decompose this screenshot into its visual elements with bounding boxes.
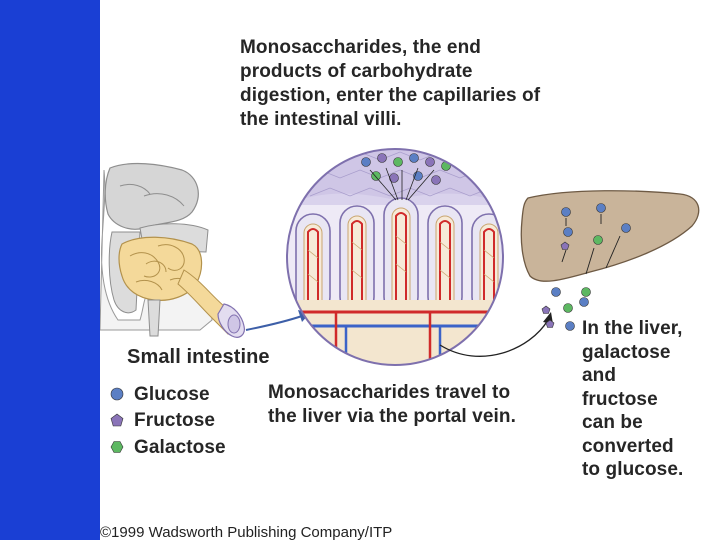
legend-label: Fructose <box>134 409 216 431</box>
caption-top: Monosaccharides, the end products of car… <box>240 36 540 132</box>
digestive-system-illustration <box>100 162 245 338</box>
legend-label: Galactose <box>134 436 226 458</box>
arrow-portal-vein <box>439 319 549 357</box>
legend-item-galactose: Galactose <box>110 436 226 458</box>
caption-liver-line: to glucose. <box>582 459 684 480</box>
caption-liver-line: converted <box>582 435 674 457</box>
galactose-hexagon-icon <box>110 440 124 454</box>
caption-liver-line: can be <box>582 412 643 433</box>
copyright-notice: ©1999 Wadsworth Publishing Company/ITP <box>100 524 393 540</box>
glucose-circle-icon <box>110 387 124 401</box>
sugars-in-transit <box>541 287 591 331</box>
legend-item-fructose: Fructose <box>110 409 215 431</box>
caption-top-line: digestion, enter the capillaries of <box>240 85 541 106</box>
caption-portal-line: Monosaccharides travel to <box>268 382 511 403</box>
slide: Monosaccharides, the end products of car… <box>100 0 720 540</box>
caption-top-line: Monosaccharides, the end <box>240 37 482 58</box>
caption-liver-line: fructose <box>582 388 658 410</box>
legend-item-glucose: Glucose <box>110 383 210 405</box>
caption-top-line: products of carbohydrate <box>240 61 473 82</box>
arrow-intestine-to-villi <box>245 315 303 331</box>
caption-liver-line: In the liver, <box>582 318 683 339</box>
caption-liver-line: galactose <box>582 341 671 363</box>
fructose-pentagon-icon <box>110 413 124 427</box>
caption-portal-vein: Monosaccharides travel to the liver via … <box>268 381 516 429</box>
caption-portal-line: the liver via the portal vein. <box>268 406 516 427</box>
liver-illustration <box>520 190 700 282</box>
caption-liver-line: and <box>582 365 617 386</box>
label-small-intestine: Small intestine <box>127 346 270 368</box>
villi-magnified-view <box>286 148 504 366</box>
diagram-graphic <box>100 148 700 366</box>
legend-label: Glucose <box>134 383 210 405</box>
caption-liver: In the liver, galactose and fructose can… <box>582 317 683 482</box>
caption-top-line: the intestinal villi. <box>240 109 402 130</box>
